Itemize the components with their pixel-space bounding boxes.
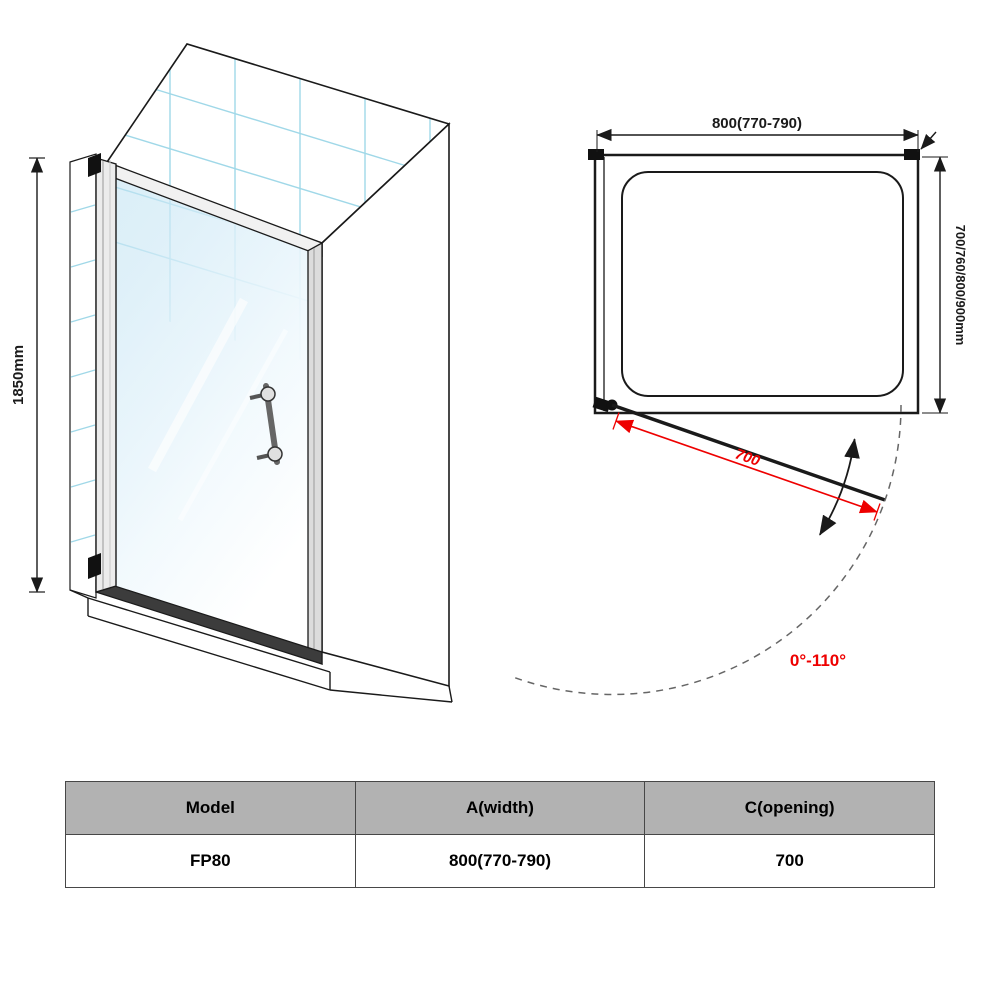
glass-reflections [148, 297, 289, 522]
door-glass [116, 178, 308, 648]
table-cell-width: 800(770-790) [354, 834, 646, 888]
table-header-opening: C(opening) [644, 781, 935, 835]
top-view-diagram: 700 0°-110° 800(770-790) 700/760/800/900… [512, 115, 968, 696]
width-dimension-label: 800(770-790) [712, 115, 802, 132]
door-frame-left-pivot-post [95, 157, 117, 593]
door-handle [249, 383, 283, 465]
pivot-hinge-plate [592, 396, 612, 413]
depth-dimension-label: 700/760/800/900mm [953, 225, 968, 346]
opening-dimension-label: 700 [733, 446, 763, 471]
spec-table-data-row: FP80 800(770-790) 700 [65, 834, 935, 888]
shower-tray [69, 589, 453, 703]
table-header-model: Model [65, 781, 356, 835]
door-frame [95, 157, 323, 665]
spec-table: Model A(width) C(opening) FP80 800(770-7… [65, 781, 935, 888]
top-pivot-hinge [88, 153, 101, 177]
height-dimension-label: 1850mm [10, 345, 27, 405]
opening-dimension: 700 [612, 412, 881, 521]
wall-profile-left [588, 149, 604, 160]
shower-tray-outline [621, 171, 904, 397]
swing-angle-label: 0°-110° [790, 651, 846, 670]
door-swing-arc [512, 404, 902, 696]
table-cell-opening: 700 [644, 834, 935, 888]
height-dimension: 1850mm [10, 157, 45, 593]
table-header-width: A(width) [354, 781, 646, 835]
door-frame-right [307, 241, 323, 665]
spec-table-header-row: Model A(width) C(opening) [65, 781, 935, 835]
side-view-diagram: 1850mm [10, 43, 453, 703]
depth-dimension: 700/760/800/900mm [922, 156, 968, 414]
bottom-pivot-hinge [88, 553, 101, 579]
table-cell-model: FP80 [65, 834, 356, 888]
left-wall-strip [69, 153, 97, 599]
wall-profile-pointer-arrow [920, 131, 937, 150]
width-dimension: 800(770-790) [596, 115, 919, 152]
side-return-panel [321, 122, 450, 688]
wall-profile-right [904, 149, 920, 160]
